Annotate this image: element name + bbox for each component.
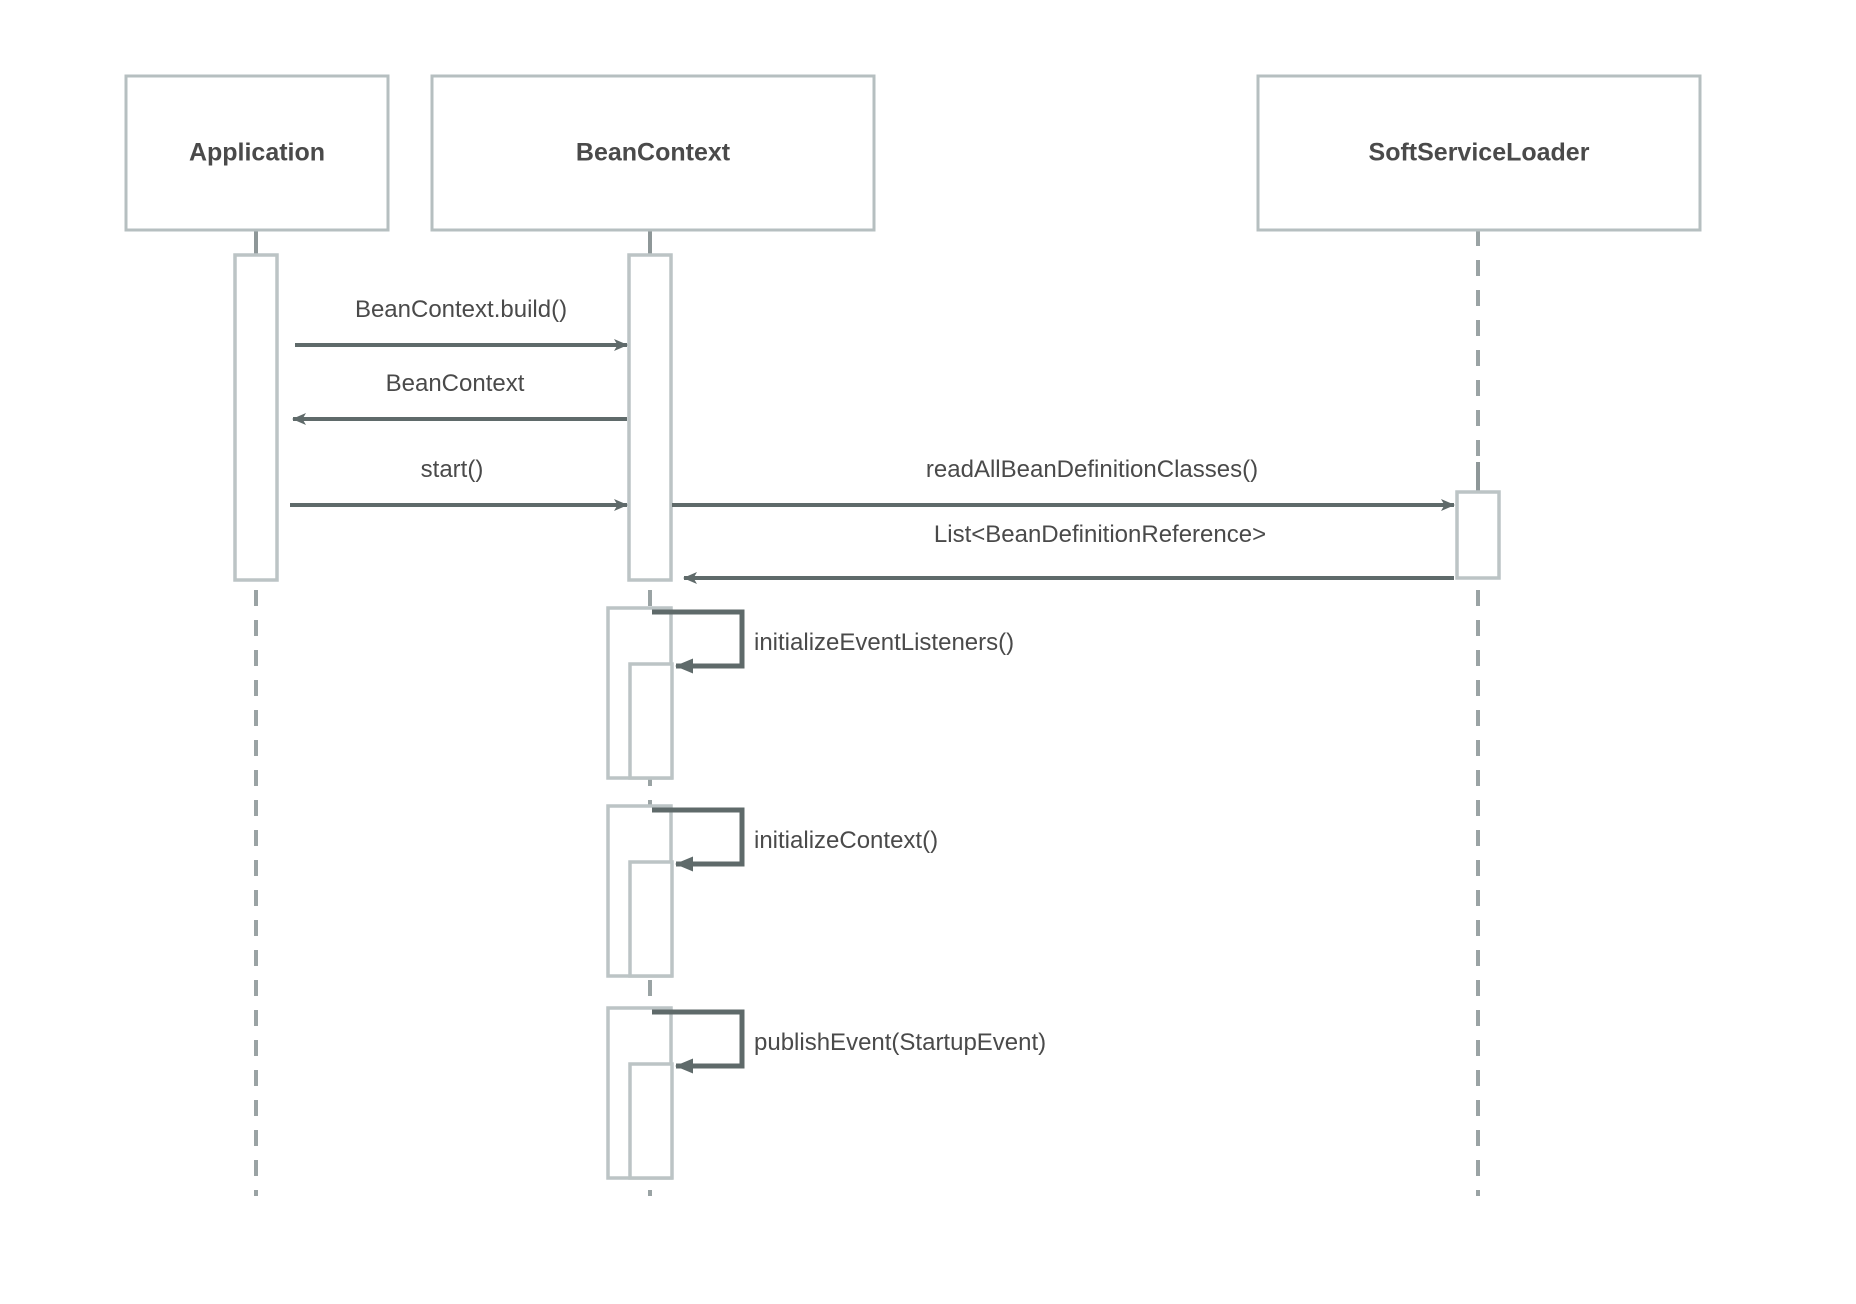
message-label-read-all-bean-definition-classes: readAllBeanDefinitionClasses() <box>926 456 1258 483</box>
message-start[interactable]: start() <box>290 456 628 511</box>
message-publish-event[interactable]: publishEvent(StartupEvent) <box>652 1009 1046 1074</box>
message-read-all-bean-definition-classes[interactable]: readAllBeanDefinitionClasses() <box>672 456 1455 511</box>
activation-bar-self-3-inner[interactable] <box>628 1062 674 1180</box>
participant-application[interactable]: Application <box>124 74 390 232</box>
message-label-beancontext-return: BeanContext <box>386 370 525 397</box>
message-beancontext-build[interactable]: BeanContext.build() <box>295 296 628 351</box>
message-label-initialize-context: initializeContext() <box>754 827 938 854</box>
participant-softserviceloader[interactable]: SoftServiceLoader <box>1256 74 1702 232</box>
participant-box-application[interactable] <box>124 74 390 232</box>
activation-bar-self-1-inner[interactable] <box>628 662 674 780</box>
activation-bar-application[interactable] <box>233 253 279 582</box>
message-arrow-publish-event[interactable] <box>652 1009 745 1074</box>
participant-box-beancontext[interactable] <box>430 74 876 232</box>
message-arrow-initialize-event-listeners[interactable] <box>652 609 745 674</box>
message-label-publish-event: publishEvent(StartupEvent) <box>754 1029 1046 1056</box>
participant-box-softserviceloader[interactable] <box>1256 74 1702 232</box>
activation-bar-beancontext[interactable] <box>627 253 673 582</box>
message-initialize-context[interactable]: initializeContext() <box>652 807 938 872</box>
participant-label-application: Application <box>189 139 325 167</box>
message-label-start: start() <box>421 456 484 483</box>
message-label-initialize-event-listeners: initializeEventListeners() <box>754 629 1014 656</box>
activation-bar-softserviceloader[interactable] <box>1455 490 1501 580</box>
message-arrow-initialize-context[interactable] <box>652 807 745 872</box>
message-label-list-bean-definition-reference: List<BeanDefinitionReference> <box>934 521 1266 548</box>
activations-layer <box>233 253 1501 1180</box>
participant-beancontext[interactable]: BeanContext <box>430 74 876 232</box>
participant-label-beancontext: BeanContext <box>576 139 731 167</box>
message-list-bean-definition-reference[interactable]: List<BeanDefinitionReference> <box>683 521 1454 584</box>
participant-label-softserviceloader: SoftServiceLoader <box>1369 139 1590 167</box>
message-label-beancontext-build: BeanContext.build() <box>355 296 567 323</box>
activation-bar-self-2-inner[interactable] <box>628 860 674 978</box>
message-beancontext-return[interactable]: BeanContext <box>292 370 627 425</box>
message-initialize-event-listeners[interactable]: initializeEventListeners() <box>652 609 1014 674</box>
